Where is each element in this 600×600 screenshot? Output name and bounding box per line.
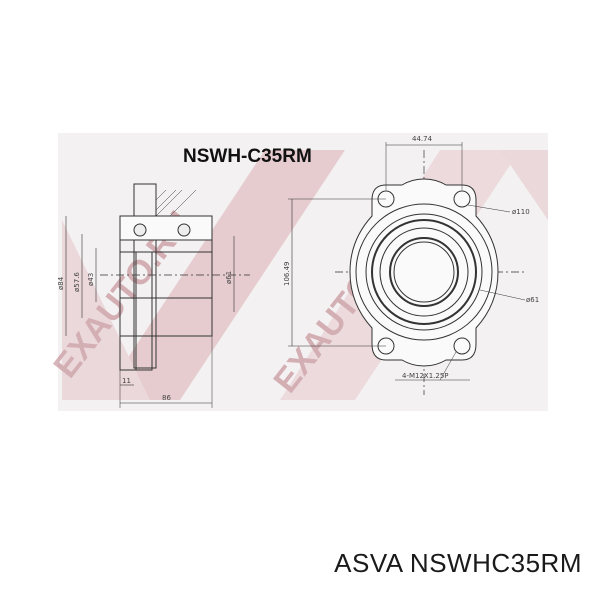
part-number: NSWHC35RM (409, 548, 582, 578)
ball-1 (133, 223, 147, 237)
side-flange (133, 183, 157, 369)
ring-1 (355, 203, 493, 341)
side-bearing-top (119, 215, 213, 241)
dim-bottom-width: 86 (162, 394, 171, 402)
dim-outer-label: ø61 (526, 296, 539, 304)
ring-2 (365, 213, 483, 331)
ring-3 (371, 219, 477, 325)
dim-side-left1: ø84 (57, 276, 65, 290)
front-view (288, 142, 526, 395)
dim-thread-label: 4-M12X1.25P (402, 372, 449, 380)
dim-top-width-label: 44.74 (412, 135, 433, 143)
bolt-hole-4 (453, 337, 471, 355)
ring-5 (389, 237, 459, 307)
part-caption: ASVA NSWHC35RM (334, 548, 582, 579)
ring-4 (379, 227, 469, 317)
dim-side-left3: ø43 (87, 273, 95, 286)
dim-vertical-label: 106.49 (283, 262, 291, 287)
bolt-hole-2 (453, 190, 471, 208)
side-view (65, 183, 250, 408)
dim-hole-label: ø110 (512, 208, 530, 216)
front-flange (349, 178, 499, 367)
drawing-title: NSWH-C35RM (183, 146, 312, 167)
watermark-triangle-right (500, 150, 548, 220)
watermark-band-left (100, 150, 345, 400)
leader-outer (479, 289, 526, 301)
leader-hole (467, 204, 511, 213)
ring-6 (393, 241, 455, 303)
dim-side-left2: ø57.6 (73, 272, 81, 292)
ball-2 (177, 223, 191, 237)
dim-bottom-small: 11 (122, 377, 131, 385)
brand-name: ASVA (334, 548, 403, 578)
watermark-triangle-left (62, 220, 150, 400)
leader-thread (439, 351, 457, 381)
dim-side-right: ø61 (225, 271, 233, 284)
side-hatching (155, 189, 197, 217)
